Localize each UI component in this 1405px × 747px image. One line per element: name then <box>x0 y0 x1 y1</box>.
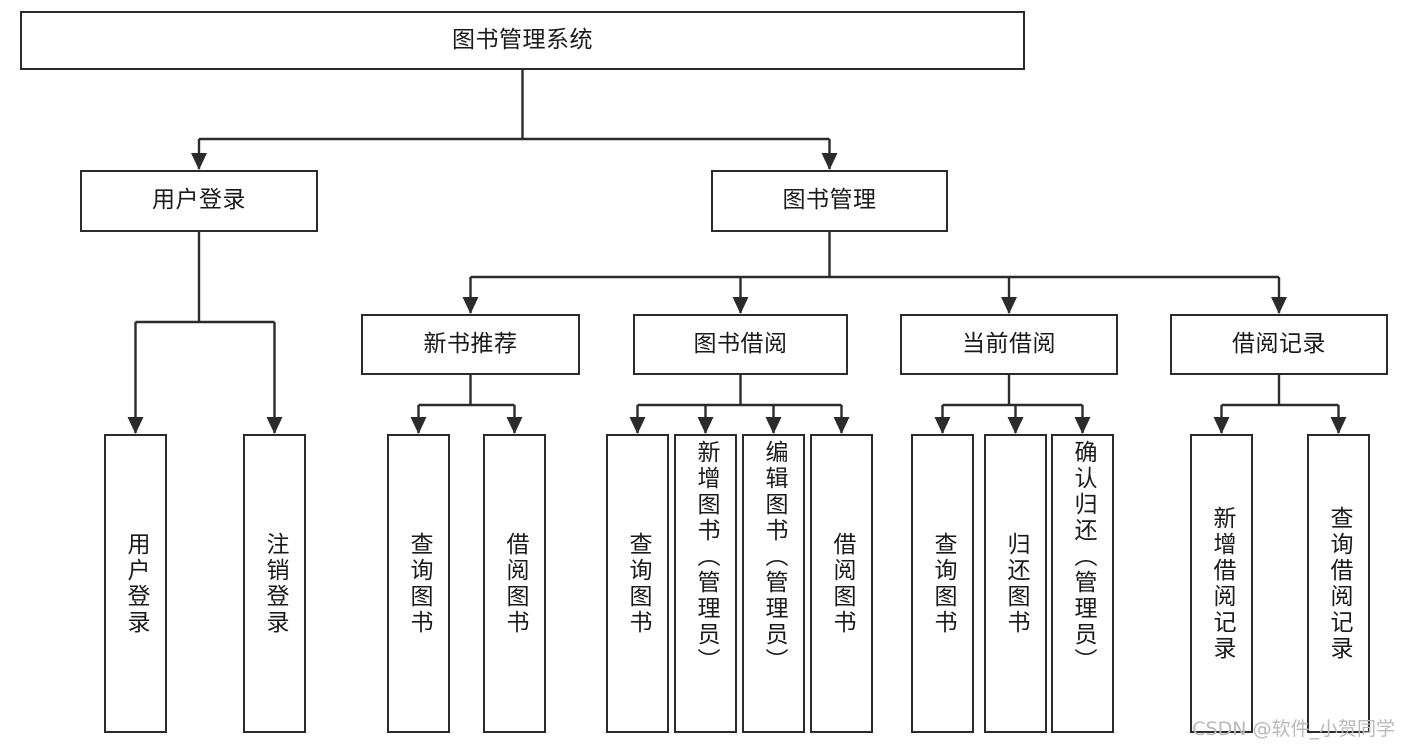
node-label-root: 图书管理系统 <box>452 26 593 53</box>
arrow-icon-leaf-query-book-3 <box>934 417 951 434</box>
node-label-borrow-record: 借阅记录 <box>1232 330 1326 357</box>
arrow-icon-leaf-query-book-1 <box>410 417 427 434</box>
node-label-user-login: 用户登录 <box>152 187 246 214</box>
arrow-icon-leaf-add-book <box>697 417 714 434</box>
arrow-icon-leaf-borrow-book-1 <box>506 417 523 434</box>
node-leaf-confirm-return[interactable]: 确认归还（管理员） <box>1051 434 1114 733</box>
node-book-borrow[interactable]: 图书借阅 <box>633 314 848 375</box>
node-label-leaf-borrow-book-1: 借阅图书 <box>502 531 528 636</box>
node-leaf-query-book-1[interactable]: 查询图书 <box>387 434 450 733</box>
arrow-icon-user-login <box>191 153 207 170</box>
node-label-book-borrow: 图书借阅 <box>693 330 788 357</box>
arrow-icon-leaf-user-login <box>127 417 144 434</box>
node-leaf-borrow-book-1[interactable]: 借阅图书 <box>483 434 546 733</box>
arrow-icon-leaf-query-record <box>1330 417 1347 434</box>
node-label-leaf-add-book: 新增图书（管理员） <box>693 440 719 674</box>
node-label-leaf-query-book-3: 查询图书 <box>930 531 956 636</box>
node-leaf-borrow-book-2[interactable]: 借阅图书 <box>810 434 873 733</box>
arrow-icon-leaf-logout <box>266 417 283 434</box>
arrow-icon-leaf-confirm-return <box>1074 417 1091 434</box>
watermark-text: CSDN @软件_小贺同学 <box>1192 718 1395 740</box>
node-leaf-query-book-2[interactable]: 查询图书 <box>606 434 669 733</box>
node-label-leaf-confirm-return: 确认归还（管理员） <box>1070 440 1096 674</box>
node-label-leaf-logout: 注销登录 <box>262 531 288 636</box>
node-leaf-user-login[interactable]: 用户登录 <box>104 434 167 733</box>
node-leaf-query-book-3[interactable]: 查询图书 <box>911 434 974 733</box>
node-root[interactable]: 图书管理系统 <box>20 11 1025 70</box>
node-label-current-borrow: 当前借阅 <box>962 330 1056 357</box>
node-leaf-logout[interactable]: 注销登录 <box>243 434 306 733</box>
node-leaf-query-record[interactable]: 查询借阅记录 <box>1307 434 1370 733</box>
node-label-leaf-user-login: 用户登录 <box>123 531 149 636</box>
arrow-icon-leaf-add-record <box>1213 417 1230 434</box>
node-new-book-rec[interactable]: 新书推荐 <box>361 314 580 375</box>
node-leaf-add-record[interactable]: 新增借阅记录 <box>1190 434 1253 733</box>
arrow-icon-book-manage <box>821 153 838 170</box>
node-label-leaf-query-book-1: 查询图书 <box>406 531 432 636</box>
node-label-leaf-add-record: 新增借阅记录 <box>1209 505 1235 662</box>
node-leaf-return-book[interactable]: 归还图书 <box>984 434 1047 733</box>
arrow-icon-borrow-record <box>1271 297 1287 314</box>
node-book-manage[interactable]: 图书管理 <box>711 170 948 232</box>
node-label-leaf-borrow-book-2: 借阅图书 <box>829 531 855 636</box>
node-label-leaf-query-record: 查询借阅记录 <box>1326 505 1352 662</box>
node-current-borrow[interactable]: 当前借阅 <box>900 314 1118 375</box>
node-label-leaf-edit-book: 编辑图书（管理员） <box>761 440 787 674</box>
arrow-icon-book-borrow <box>732 297 749 314</box>
arrow-icon-new-book-rec <box>462 297 479 314</box>
node-leaf-add-book[interactable]: 新增图书（管理员） <box>674 434 737 733</box>
node-user-login[interactable]: 用户登录 <box>80 170 318 232</box>
arrow-icon-leaf-query-book-2 <box>629 417 646 434</box>
node-label-new-book-rec: 新书推荐 <box>423 330 518 357</box>
node-leaf-edit-book[interactable]: 编辑图书（管理员） <box>742 434 805 733</box>
node-label-leaf-return-book: 归还图书 <box>1003 531 1029 636</box>
node-label-book-manage: 图书管理 <box>782 187 877 214</box>
arrow-icon-current-borrow <box>1001 297 1017 314</box>
arrow-icon-leaf-borrow-book-2 <box>833 417 850 434</box>
arrow-icon-leaf-return-book <box>1007 417 1024 434</box>
node-label-leaf-query-book-2: 查询图书 <box>625 531 651 636</box>
node-borrow-record[interactable]: 借阅记录 <box>1170 314 1388 375</box>
arrow-icon-leaf-edit-book <box>765 417 782 434</box>
